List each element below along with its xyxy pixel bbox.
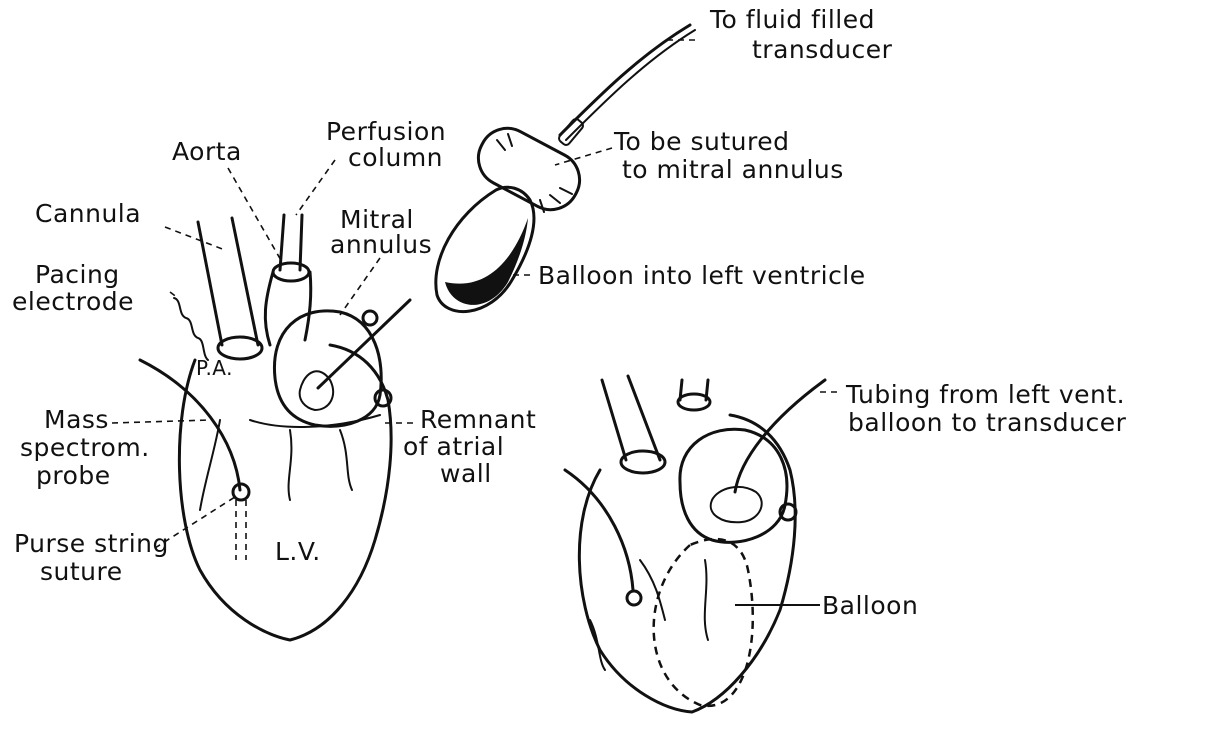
label-mass-line3: probe — [36, 461, 111, 490]
label-to-fluid-filled: To fluid filled transducer — [709, 5, 893, 64]
label-aorta: Aorta — [172, 137, 242, 166]
leader-lines — [112, 40, 842, 605]
label-purse-line1: Purse string — [14, 529, 169, 558]
label-to-be-sutured: To be sutured to mitral annulus — [613, 127, 844, 184]
label-cannula: Cannula — [35, 199, 141, 228]
label-purse-string-suture: Purse string suture — [14, 529, 169, 586]
label-to-be-sutured-line1: To be sutured — [613, 127, 789, 156]
label-to-fluid-filled-line1: To fluid filled — [709, 5, 875, 34]
label-to-be-sutured-line2: to mitral annulus — [622, 155, 844, 184]
label-mass-line2: spectrom. — [20, 433, 150, 462]
right-heart-drawing — [565, 376, 825, 712]
label-mass-spectrom-probe: Mass spectrom. probe — [20, 405, 150, 490]
label-pacing-line2: electrode — [12, 287, 134, 316]
label-lv: L.V. — [275, 537, 321, 566]
label-mass-line1: Mass — [44, 405, 109, 434]
label-mitral-line2: annulus — [330, 230, 432, 259]
label-to-fluid-filled-line2: transducer — [752, 35, 893, 64]
label-remnant-line1: Remnant — [420, 405, 536, 434]
label-remnant-line3: wall — [440, 459, 492, 488]
label-balloon: Balloon — [822, 591, 918, 620]
label-tubing-from-left-vent: Tubing from left vent. balloon to transd… — [845, 380, 1127, 437]
label-pa: P.A. — [196, 356, 233, 380]
left-heart-drawing — [140, 215, 410, 640]
label-mitral-annulus: Mitral annulus — [330, 205, 432, 259]
label-remnant-line2: of atrial — [403, 432, 504, 461]
label-perfusion-line2: column — [348, 143, 443, 172]
label-balloon-into-left-ventricle: Balloon into left ventricle — [538, 261, 866, 290]
label-purse-line2: suture — [40, 557, 123, 586]
label-pacing-electrode: Pacing electrode — [12, 260, 134, 316]
label-remnant-of-atrial-wall: Remnant of atrial wall — [403, 405, 536, 488]
label-tubing-line1: Tubing from left vent. — [845, 380, 1125, 409]
label-perfusion-column: Perfusion column — [326, 117, 446, 172]
label-perfusion-line1: Perfusion — [326, 117, 446, 146]
label-tubing-line2: balloon to transducer — [848, 408, 1127, 437]
label-pacing-line1: Pacing — [35, 260, 120, 289]
